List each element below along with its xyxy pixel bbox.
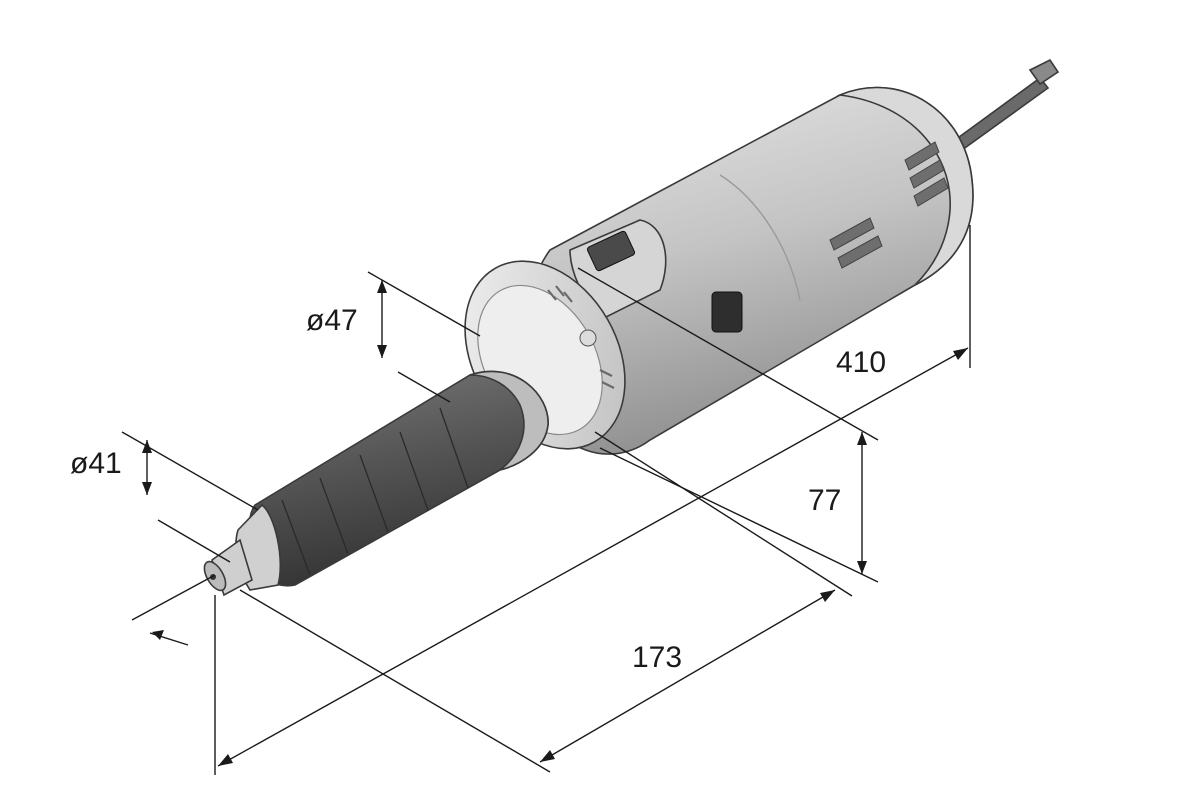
dimension-lines: ø41 ø47 410: [70, 225, 971, 775]
motor-housing: [528, 86, 974, 455]
power-cable: [953, 58, 1060, 152]
nose-length-label: 173: [632, 641, 682, 674]
switch-housing: [569, 219, 667, 322]
height-label: 77: [808, 484, 841, 517]
vent-slots: [829, 141, 949, 269]
on-off-switch: [586, 230, 636, 272]
speed-dial: [711, 291, 743, 333]
collet-spindle: [203, 538, 253, 597]
dimension-height: 77: [577, 267, 879, 583]
neck-diameter-label: ø47: [306, 304, 358, 337]
dimension-total-length: 410: [214, 225, 971, 775]
dimension-neck-diameter: ø47: [306, 271, 481, 403]
collet-diameter-label: ø41: [70, 447, 122, 480]
total-length-label: 410: [836, 346, 886, 379]
spindle-axis-lines: [131, 574, 216, 646]
die-grinder-illustration: [203, 58, 1060, 597]
grip-sleeve: [248, 370, 549, 587]
dimension-collet-diameter: ø41: [70, 431, 259, 563]
dimension-nose-length: 173: [239, 431, 853, 773]
